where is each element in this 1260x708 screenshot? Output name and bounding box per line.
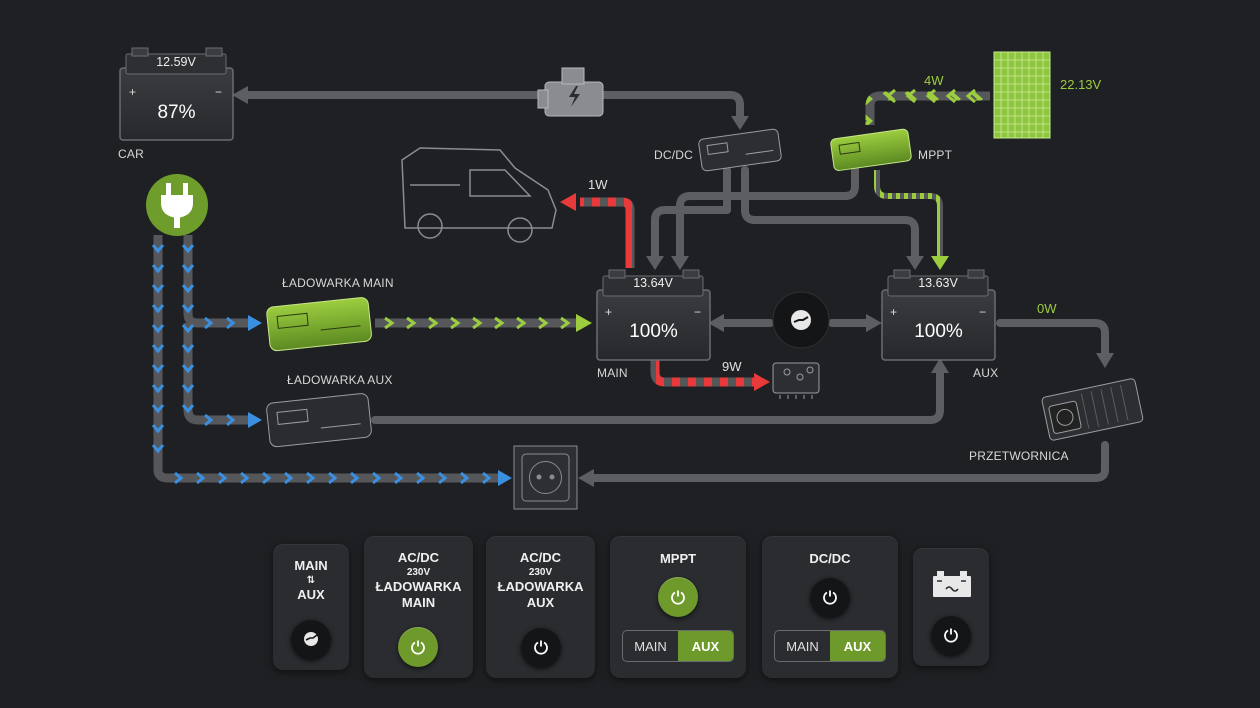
main-label: MAIN	[597, 366, 628, 380]
battery-charger-card	[913, 548, 989, 666]
aux-label: AUX	[973, 366, 999, 380]
dcdc-device-icon	[698, 128, 782, 172]
inverter-power: 0W	[1037, 301, 1057, 316]
loads-board-icon	[772, 362, 820, 399]
svg-text:+: +	[605, 305, 612, 319]
link-title: MAIN ⇅ AUX	[273, 558, 349, 603]
power-icon	[671, 590, 685, 605]
plug-icon	[146, 174, 208, 236]
car-voltage: 12.59V	[156, 55, 196, 69]
svg-text:+: +	[129, 85, 136, 99]
power-icon	[823, 590, 837, 605]
dcdc-option-main[interactable]: MAIN	[786, 638, 819, 654]
mppt-option-main[interactable]: MAIN	[634, 638, 667, 654]
battery-charger-power-button[interactable]	[931, 615, 971, 655]
acdc-main-power-button[interactable]	[398, 627, 438, 667]
ac-socket-icon	[513, 445, 578, 510]
svg-text:+: +	[890, 305, 897, 319]
link-switch-icon	[304, 632, 318, 646]
mppt-power-button[interactable]	[658, 577, 698, 617]
car-label: CAR	[118, 147, 144, 161]
camper-van-icon	[401, 147, 557, 243]
link-toggle-button[interactable]	[291, 619, 331, 659]
dcdc-option-aux[interactable]: AUX	[830, 631, 885, 661]
power-icon	[411, 640, 425, 655]
power-icon	[534, 640, 548, 655]
mppt-card: MPPT MAIN AUX	[610, 536, 746, 678]
solar-panel-icon	[993, 51, 1051, 139]
aux-percent: 100%	[914, 321, 963, 342]
charger-aux-label: ŁADOWARKA AUX	[287, 373, 393, 387]
solar-voltage: 22.13V	[1060, 77, 1102, 92]
mppt-title: MPPT	[659, 551, 697, 566]
charger-main-label: ŁADOWARKA MAIN	[282, 276, 394, 290]
main-percent: 100%	[629, 321, 678, 342]
link-line1: MAIN	[294, 558, 328, 573]
charger-main-device-icon	[266, 297, 372, 352]
acdc-aux-power-button[interactable]	[521, 627, 561, 667]
dcdc-target-toggle[interactable]: MAIN AUX	[774, 630, 886, 662]
main-battery-icon: + −	[596, 269, 711, 361]
inverter-device-icon	[1041, 378, 1144, 441]
acdc-aux-card: AC/DC 230V ŁADOWARKA AUX	[486, 536, 595, 678]
van-power: 1W	[588, 177, 608, 192]
battery-link-switch-icon	[772, 291, 830, 349]
acdc-aux-title: AC/DC 230V ŁADOWARKA AUX	[497, 550, 584, 610]
link-control-card: MAIN ⇅ AUX	[273, 544, 349, 670]
mppt-power: 4W	[924, 73, 944, 88]
aux-battery-icon: + −	[881, 269, 996, 361]
mppt-device-icon	[830, 128, 912, 171]
car-battery-icon: + −	[119, 47, 234, 141]
svg-text:−: −	[979, 305, 986, 319]
power-icon	[944, 628, 958, 643]
svg-text:−: −	[215, 85, 222, 99]
inverter-label: PRZETWORNICA	[969, 449, 1069, 463]
dcdc-title: DC/DC	[809, 551, 851, 566]
svg-text:−: −	[694, 305, 701, 319]
main-voltage: 13.64V	[633, 276, 673, 290]
battery-wave-icon	[933, 571, 971, 597]
car-percent: 87%	[157, 102, 196, 123]
acdc-main-title: AC/DC 230V ŁADOWARKA MAIN	[375, 550, 462, 610]
mppt-label: MPPT	[918, 148, 953, 162]
dcdc-power-button[interactable]	[810, 577, 850, 617]
aux-voltage: 13.63V	[918, 276, 958, 290]
loads-power: 9W	[722, 359, 742, 374]
charger-aux-device-icon	[266, 393, 372, 448]
dcdc-label: DC/DC	[654, 148, 693, 162]
dcdc-card: DC/DC MAIN AUX	[762, 536, 898, 678]
engine-icon	[537, 67, 604, 117]
mppt-option-aux[interactable]: AUX	[678, 631, 733, 661]
swap-arrows-icon: ⇅	[306, 575, 316, 586]
link-line2: AUX	[297, 587, 325, 602]
mppt-target-toggle[interactable]: MAIN AUX	[622, 630, 734, 662]
acdc-main-card: AC/DC 230V ŁADOWARKA MAIN	[364, 536, 473, 678]
